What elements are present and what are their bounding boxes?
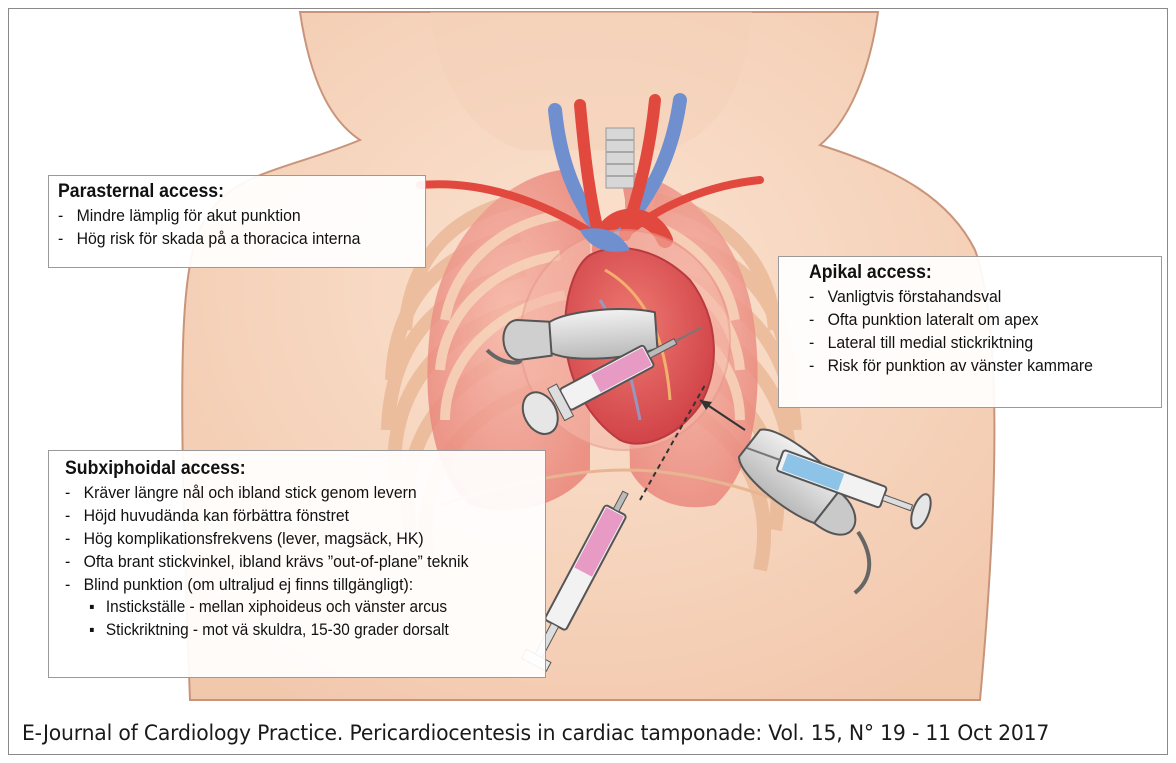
list-item: -Vanligtvis förstahandsval: [809, 285, 1129, 308]
trachea: [606, 128, 634, 188]
list-item: -Kräver längre nål och ibland stick geno…: [65, 481, 504, 504]
list-item: -Hög risk för skada på a thoracica inter…: [58, 227, 392, 250]
list-subitem: ▪Stickriktning - mot vä skuldra, 15-30 g…: [65, 619, 504, 642]
list-item: -Ofta punktion lateralt om apex: [809, 308, 1129, 331]
list-subitem: ▪Instickställe - mellan xiphoideus och v…: [65, 596, 504, 619]
list-item: -Lateral till medial stickriktning: [809, 331, 1129, 354]
subxiphoidal-list: -Kräver längre nål och ibland stick geno…: [65, 481, 537, 642]
apikal-list: -Vanligtvis förstahandsval -Ofta punktio…: [809, 285, 1153, 377]
parasternal-list: -Mindre lämplig för akut punktion -Hög r…: [58, 204, 417, 250]
subxiphoidal-callout: Subxiphoidal access: -Kräver längre nål …: [48, 450, 546, 678]
list-item: -Höjd huvudända kan förbättra fönstret: [65, 504, 504, 527]
figure-caption: E-Journal of Cardiology Practice. Perica…: [22, 721, 1049, 745]
list-item: -Hög komplikationsfrekvens (lever, magsä…: [65, 527, 504, 550]
list-item: -Mindre lämplig för akut punktion: [58, 204, 392, 227]
list-item: -Ofta brant stickvinkel, ibland krävs ”o…: [65, 550, 504, 573]
parasternal-title: Parasternal access:: [58, 180, 392, 204]
subxiphoidal-title: Subxiphoidal access:: [65, 457, 504, 481]
apikal-callout: Apikal access: -Vanligtvis förstahandsva…: [778, 256, 1162, 408]
parasternal-callout: Parasternal access: -Mindre lämplig för …: [48, 175, 426, 268]
apikal-title: Apikal access:: [809, 261, 1129, 285]
list-item: -Risk för punktion av vänster kammare: [809, 354, 1129, 377]
list-item: -Blind punktion (om ultraljud ej finns t…: [65, 573, 504, 596]
